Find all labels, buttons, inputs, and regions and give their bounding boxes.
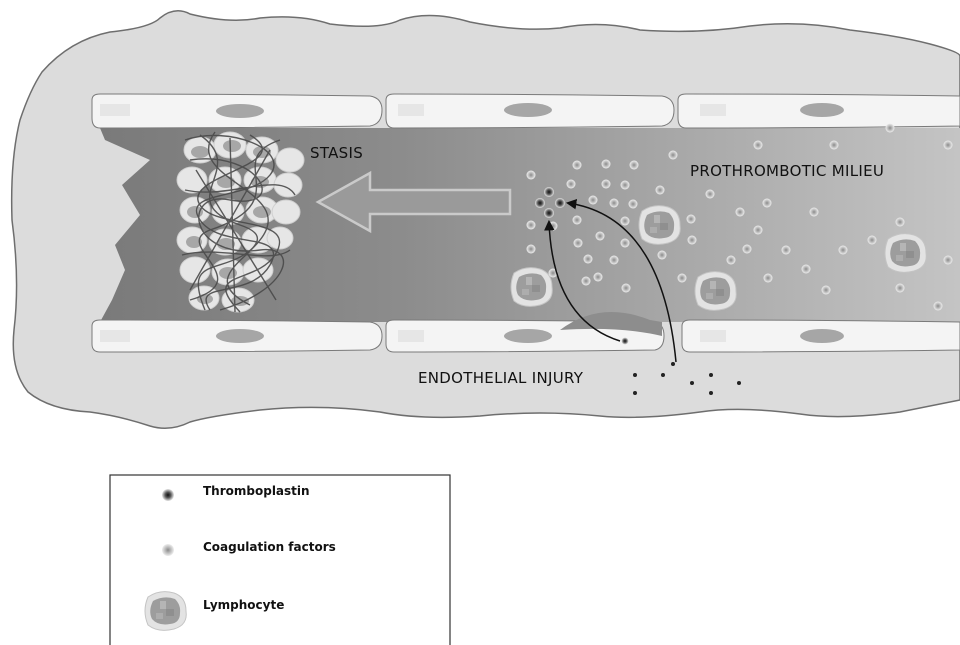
legend-lymphocyte: Lymphocyte <box>203 598 284 612</box>
thromboplastin-icon <box>162 489 174 501</box>
endothelial-injury-label: ENDOTHELIAL INJURY <box>418 369 584 387</box>
legend-coagulation: Coagulation factors <box>203 540 336 554</box>
legend-thromboplastin: Thromboplastin <box>203 484 310 498</box>
lymphocyte-icon <box>145 592 186 631</box>
stasis-label: STASIS <box>310 144 363 162</box>
coagulation-factor-icon <box>162 544 174 556</box>
prothrombotic-milieu-label: PROTHROMBOTIC MILIEU <box>690 162 884 180</box>
endothelium-top <box>92 94 960 128</box>
legend: Thromboplastin Coagulation factors Lymph… <box>110 475 450 645</box>
